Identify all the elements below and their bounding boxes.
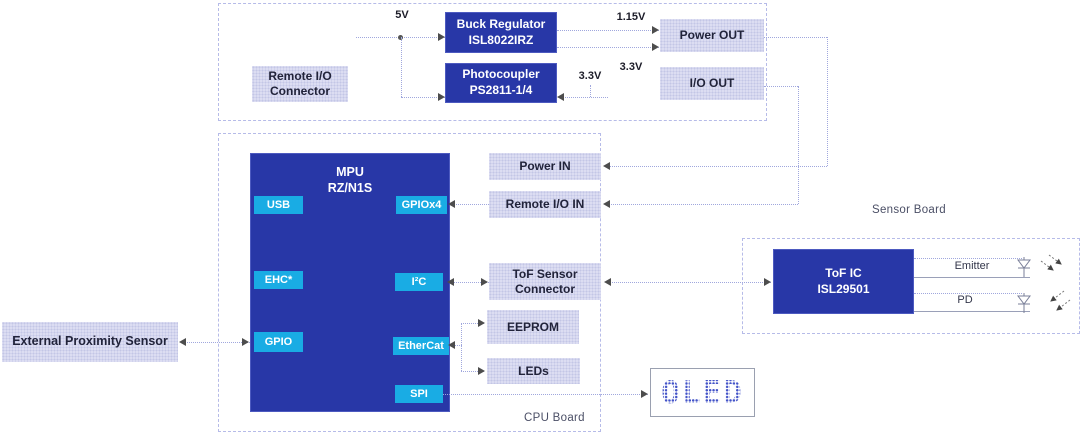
pd-label: PD (957, 294, 973, 306)
wire-io-out-right (764, 86, 798, 87)
wire-spi-to-oled (443, 394, 648, 395)
arrow-into-gpio (242, 338, 249, 346)
arrow-into-power-in (603, 162, 610, 170)
wire-buck-1-15v (557, 30, 659, 31)
photodiode-icon (1017, 290, 1071, 313)
wire-eps-to-gpio (184, 342, 250, 343)
wire-i2c-to-tof-connector (452, 282, 489, 283)
cpu-board-label: CPU Board (524, 412, 585, 424)
wire-power-out-down (827, 37, 828, 166)
remote-io-in-block: Remote I/O IN (489, 191, 601, 218)
external-proximity-sensor-block: External Proximity Sensor (2, 322, 178, 362)
wire-emitter-top (914, 258, 1022, 259)
power-out-block: Power OUT (660, 19, 764, 52)
wire-5v-to-photocoupler (401, 97, 445, 98)
eeprom-block: EEPROM (487, 310, 579, 344)
wire-emitter-bottom (914, 277, 1030, 278)
leds-block: LEDs (487, 358, 580, 384)
arrow-into-photocoupler-right (557, 93, 564, 101)
wire-to-power-in (607, 166, 827, 167)
arrow-1-15v-into-power-out (652, 26, 659, 34)
arrow-into-oled (641, 390, 648, 398)
label-1-15v: 1.15V (616, 11, 646, 23)
wire-io-out-down (798, 86, 799, 204)
wire-to-leds (461, 371, 484, 372)
mpu-port-gpio: GPIO (254, 332, 303, 352)
tof-ic-block: ToF IC ISL29501 (773, 249, 914, 314)
oled-label: OLED (661, 374, 744, 411)
arrow-into-tof-connector-left (481, 278, 488, 286)
wire-3-3v-to-photocoupler (563, 97, 608, 98)
mpu-port-ethercat: EtherCat (393, 337, 449, 355)
tof-sensor-connector-block: ToF Sensor Connector (489, 263, 601, 300)
wire-to-eeprom (461, 323, 484, 324)
arrow-3-3v-into-power-out (652, 43, 659, 51)
wire-ethercat-branch (461, 323, 462, 371)
photocoupler-block: Photocoupler PS2811-1/4 (445, 63, 557, 103)
emitter-label: Emitter (954, 260, 990, 272)
buck-regulator-block: Buck Regulator ISL8022IRZ (445, 12, 557, 53)
sensor-board-label: Sensor Board (872, 204, 946, 216)
mpu-port-spi: SPI (395, 385, 443, 403)
mpu-name: MPU RZ/N1S (327, 165, 373, 196)
label-3-3v-bus: 3.3V (619, 61, 643, 73)
wire-buck-3-3v (557, 47, 659, 48)
power-in-block: Power IN (489, 153, 601, 180)
arrow-into-leds (478, 367, 485, 375)
arrow-into-ethercat (448, 341, 455, 349)
oled-display-block: OLED (650, 368, 755, 417)
mpu-port-gpiox4: GPIOx4 (396, 196, 447, 214)
power-board-outline (218, 3, 767, 121)
arrow-into-i2c (447, 278, 454, 286)
wire-ethercat-stub (453, 345, 462, 346)
mpu-port-usb: USB (254, 196, 303, 214)
arrow-into-tof-connector-right (604, 278, 611, 286)
junction-5v (398, 35, 403, 40)
wire-power-out-right (764, 37, 827, 38)
arrow-into-gpiox4 (448, 200, 455, 208)
remote-io-connector-block: Remote I/O Connector (252, 66, 348, 102)
stub-3-3v-photocoupler (590, 85, 591, 97)
wire-5v-branch (401, 37, 402, 97)
mpu-port-ehc: EHC* (254, 271, 303, 289)
arrow-into-photocoupler-left (438, 93, 445, 101)
arrow-into-tof-ic (764, 278, 771, 286)
wire-tof-connector-to-tof-ic (607, 282, 771, 283)
arrow-into-eeprom (478, 319, 485, 327)
io-out-block: I/O OUT (660, 67, 764, 100)
wire-pd-top (914, 293, 1022, 294)
emitter-led-icon (1017, 254, 1062, 277)
label-3-3v-photocoupler: 3.3V (578, 70, 602, 82)
arrow-into-remote-io-in (603, 200, 610, 208)
arrow-into-buck (438, 33, 445, 41)
wire-remote-io-in-to-gpiox4 (453, 204, 489, 205)
label-5v: 5V (395, 9, 409, 21)
arrow-into-eps (179, 338, 186, 346)
wire-pd-bottom (914, 311, 1030, 312)
wire-to-remote-io-in (607, 204, 798, 205)
mpu-port-i2c: I²C (395, 273, 443, 291)
